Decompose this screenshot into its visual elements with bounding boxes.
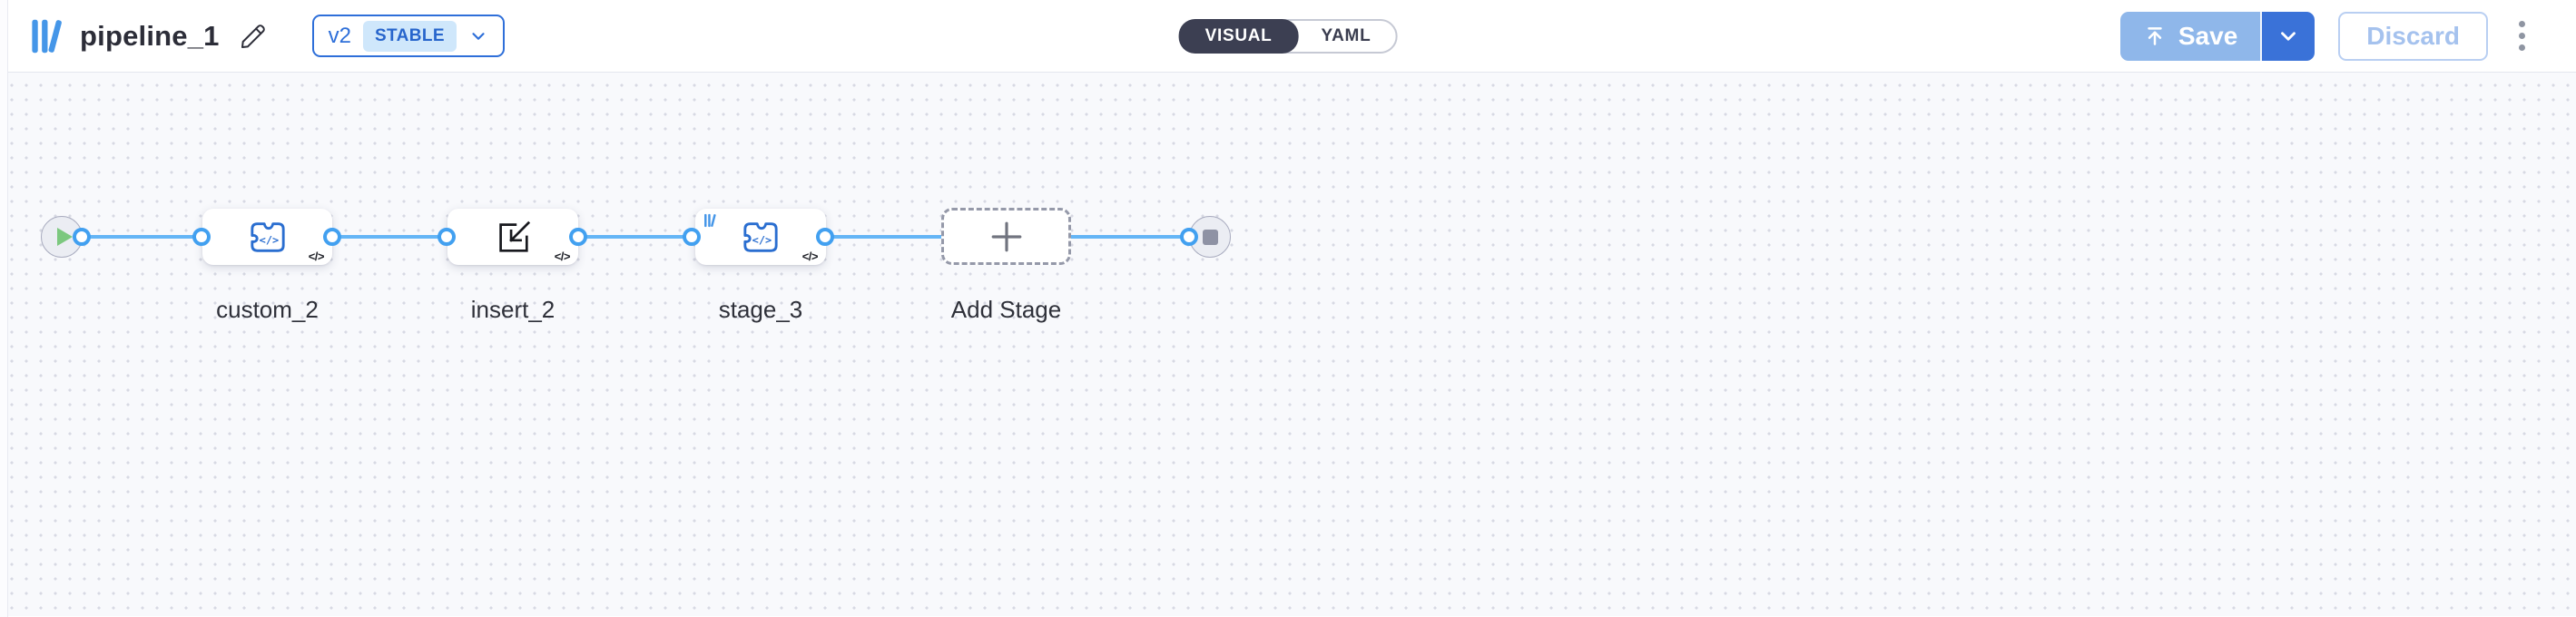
upload-arrow-icon	[2143, 24, 2167, 48]
chevron-down-icon	[2276, 24, 2300, 48]
chevron-down-icon	[468, 26, 488, 46]
tab-visual[interactable]: VISUAL	[1178, 18, 1299, 54]
add-stage-button[interactable]	[941, 208, 1071, 265]
toolbar-center: VISUAL YAML	[1178, 18, 1398, 54]
node-label-stage_3: stage_3	[718, 296, 803, 323]
toolbar-left: pipeline_1 v2 STABLE	[30, 15, 505, 57]
custom_2-output-port[interactable]	[323, 228, 341, 246]
toolbar-right: Save Discard	[2119, 11, 2532, 61]
node-label-insert_2: insert_2	[470, 296, 556, 323]
end-input-port[interactable]	[1180, 228, 1198, 246]
kebab-menu-icon[interactable]	[2512, 15, 2532, 56]
stage-node-stage_3[interactable]: </> </>	[695, 209, 826, 265]
save-button[interactable]: Save	[2119, 11, 2261, 61]
save-button-label: Save	[2178, 21, 2238, 50]
import-icon	[493, 217, 533, 257]
puzzle-code-icon: </>	[740, 218, 782, 256]
stop-icon	[1202, 229, 1218, 245]
discard-button[interactable]: Discard	[2338, 11, 2488, 61]
code-glyph: </>	[801, 250, 819, 263]
puzzle-code-icon: </>	[247, 218, 289, 256]
svg-text:</>: </>	[259, 234, 279, 247]
stage-node-insert_2[interactable]: </>	[447, 209, 578, 265]
version-selector[interactable]: v2 STABLE	[311, 15, 505, 57]
pipelines-logo-icon	[30, 17, 64, 55]
start-output-port[interactable]	[73, 228, 91, 246]
left-rail	[0, 0, 8, 617]
node-label-add-stage: Add Stage	[950, 296, 1062, 323]
version-status-badge: STABLE	[362, 20, 457, 52]
edge-connector	[825, 235, 941, 239]
custom_2-input-port[interactable]	[192, 228, 211, 246]
save-split-button: Save	[2119, 11, 2315, 61]
node-label-custom_2: custom_2	[216, 296, 319, 323]
toolbar: pipeline_1 v2 STABLE	[0, 0, 2576, 73]
edge-connector	[578, 235, 692, 239]
edge-connector	[332, 235, 447, 239]
stage-node-custom_2[interactable]: </> </>	[202, 209, 332, 265]
svg-text:</>: </>	[752, 234, 772, 247]
save-options-button[interactable]	[2260, 11, 2315, 61]
stage_3-input-port[interactable]	[683, 228, 701, 246]
insert_2-output-port[interactable]	[569, 228, 587, 246]
code-glyph: </>	[308, 250, 325, 263]
mode-toggle: VISUAL YAML	[1178, 18, 1398, 54]
pipeline-canvas[interactable]: </> </> </>	[0, 73, 2576, 616]
code-glyph: </>	[554, 250, 571, 263]
pencil-icon	[239, 22, 268, 51]
version-label: v2	[328, 23, 351, 48]
edge-connector	[1071, 235, 1183, 239]
tab-yaml[interactable]: YAML	[1296, 21, 1395, 52]
pipelines-logo-icon	[703, 213, 717, 228]
page-title: pipeline_1	[80, 19, 220, 52]
insert_2-input-port[interactable]	[438, 228, 456, 246]
stage_3-output-port[interactable]	[816, 228, 834, 246]
plus-icon	[989, 220, 1024, 254]
play-icon	[56, 228, 73, 246]
edge-connector	[82, 235, 202, 239]
edit-title-button[interactable]	[235, 18, 271, 54]
